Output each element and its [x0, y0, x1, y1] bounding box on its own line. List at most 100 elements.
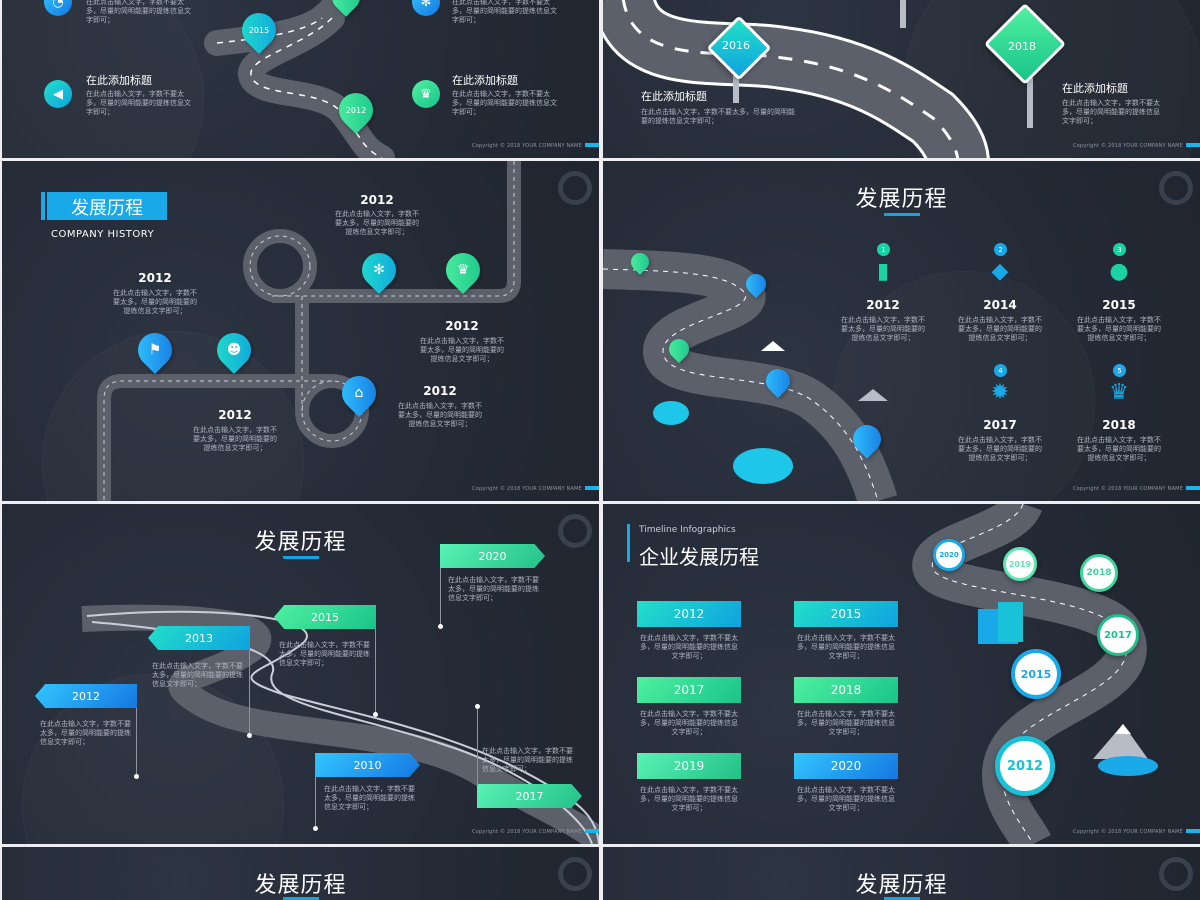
year-flag-2017[interactable]: 2017	[477, 784, 582, 808]
marker-2018[interactable]: 2018	[1080, 554, 1118, 592]
marker-2019[interactable]: 2019	[1003, 547, 1037, 581]
box-text: 在此点击输入文字，字数不要太多，尽量的简明能要的提练信息文字即可；	[640, 634, 738, 660]
item-text: 在此点击输入文字，字数不要太多，尽量的简明能要的提练信息文字即可；	[641, 108, 795, 125]
flag-text: 在此点击输入文字，字数不要太多，尽量的简明能要的提练信息文字即可；	[448, 576, 539, 602]
title-underline	[283, 556, 319, 559]
year-box-2018[interactable]: 2018	[794, 677, 898, 703]
slide-7[interactable]: 发展历程	[2, 847, 599, 900]
year-box-2019[interactable]: 2019	[637, 753, 741, 779]
gears-icon: ✻	[373, 262, 385, 278]
milestone-text: 在此点击输入文字，字数不要太多，尽量的简明能要的提练信息文字即可；	[113, 289, 197, 315]
year-box-2015[interactable]: 2015	[794, 601, 898, 627]
item-text: 在此点击输入文字，字数不要太多，尽量的简明能要的提练信息文字即可；	[452, 0, 557, 24]
map-pin-2015[interactable]: 2015	[234, 5, 284, 55]
copyright-text: Copyright © 2018 YOUR COMPANY NAME	[471, 829, 582, 835]
item-text: 在此点击输入文字，字数不要太多，尽量的简明能要的提练信息文字即可；	[1062, 99, 1160, 125]
accent-bar	[1186, 829, 1200, 833]
slide-6[interactable]: Timeline Infographics 企业发展历程 2012 在此点击输入…	[603, 504, 1200, 844]
slide-3[interactable]: 发展历程 COMPANY HISTORY 2012 在此点击输入文字，字数不要太…	[2, 161, 599, 501]
slide-5[interactable]: 发展历程 2012 在此点击输入文字，字数不要太多，尽量的简明能要的提练信息文字…	[2, 504, 599, 844]
item-text: 在此点击输入文字，字数不要太多，尽量的简明能要的提练信息文字即可；	[452, 90, 557, 116]
flag-text: 在此点击输入文字，字数不要太多，尽量的简明能要的提练信息文字即可；	[152, 662, 243, 688]
road-graphic	[603, 0, 990, 158]
gears-pin[interactable]: ✻	[354, 245, 404, 295]
connector-line	[477, 706, 478, 786]
map-pin-2012[interactable]: 2012	[331, 85, 381, 135]
slide-8[interactable]: 发展历程	[603, 847, 1200, 900]
year-flag-2013[interactable]: 2013	[148, 626, 250, 650]
connector-dot	[247, 733, 252, 738]
gear-icon: ✹	[990, 380, 1010, 405]
road-graphic	[97, 161, 521, 501]
page-title: 发展历程	[855, 187, 948, 212]
copyright-text: Copyright © 2018 YOUR COMPANY NAME	[1072, 829, 1183, 835]
slide-4[interactable]: 发展历程 1 ▮ 2012 在此点击输入文字，字数不要太多，尽量的简明能要的提练…	[603, 161, 1200, 501]
flag-text: 在此点击输入文字，字数不要太多，尽量的简明能要的提练信息文字即可；	[324, 785, 415, 811]
title-underline	[884, 213, 920, 216]
year-box-2012[interactable]: 2012	[637, 601, 741, 627]
map-pin[interactable]	[847, 419, 887, 459]
map-pin[interactable]	[761, 364, 795, 398]
milestone-text: 在此点击输入文字，字数不要太多，尽量的简明能要的提练信息文字即可；	[398, 402, 482, 428]
box-text: 在此点击输入文字，字数不要太多，尽量的简明能要的提练信息文字即可；	[797, 786, 895, 812]
year-flag-2015[interactable]: 2015	[274, 605, 376, 629]
feature-text: 在此点击输入文字，字数不要太多，尽量的简明能要的提练信息文字即可；	[958, 316, 1042, 342]
connector-dot	[373, 712, 378, 717]
year-box-2020[interactable]: 2020	[794, 753, 898, 779]
feature-year: 2014	[983, 298, 1017, 312]
sign-post	[1027, 78, 1033, 128]
flag-icon: ⚑	[148, 342, 162, 358]
connector-line	[440, 568, 441, 626]
trophy-pin[interactable]: ♛	[438, 245, 488, 295]
accent-bar	[1186, 486, 1200, 490]
megaphone-icon: ◀	[44, 80, 72, 108]
connector-dot	[134, 774, 139, 779]
year-box-2017[interactable]: 2017	[637, 677, 741, 703]
page-kicker: Timeline Infographics	[639, 525, 736, 535]
map-pin[interactable]	[627, 249, 653, 275]
sign-post	[900, 0, 906, 28]
trophy-icon: ♛	[1109, 380, 1129, 405]
feature-year: 2015	[1102, 298, 1136, 312]
marker-2012[interactable]: 2012	[995, 736, 1055, 796]
team-pin[interactable]: ☻	[209, 325, 259, 375]
title-underline	[884, 897, 920, 900]
map-pin[interactable]	[664, 334, 694, 364]
item-title: 在此添加标题	[452, 74, 518, 87]
item-text: 在此点击输入文字，字数不要太多，尽量的简明能要的提练信息文字即可；	[86, 90, 191, 116]
decorative-ring	[1159, 857, 1193, 891]
gear-icon: ✻	[412, 0, 440, 16]
connector-line	[375, 629, 376, 714]
copyright-text: Copyright © 2018 YOUR COMPANY NAME	[1072, 143, 1183, 149]
feature-text: 在此点击输入文字，字数不要太多，尽量的简明能要的提练信息文字即可；	[1077, 316, 1161, 342]
flag-text: 在此点击输入文字，字数不要太多，尽量的简明能要的提练信息文字即可；	[40, 720, 131, 746]
pin-year: 2012	[345, 105, 367, 115]
pin-year: 2015	[248, 25, 270, 35]
title-accent	[627, 524, 630, 562]
year-flag-2020[interactable]: 2020	[440, 544, 545, 568]
step-number: 1	[877, 243, 890, 256]
trophy-icon: ♛	[456, 262, 470, 278]
home-pin[interactable]: ⌂	[334, 368, 384, 418]
decorative-ring	[558, 514, 592, 548]
milestone-year: 2012	[218, 408, 252, 422]
year-flag-2010[interactable]: 2010	[315, 753, 420, 777]
year-flag-2012[interactable]: 2012	[35, 684, 137, 708]
slide-2[interactable]: 2016 2018 在此添加标题 在此点击输入文字，字数不要太多，尽量的简明能要…	[603, 0, 1200, 158]
home-icon: ⌂	[354, 385, 364, 401]
marker-2015[interactable]: 2015	[1011, 649, 1061, 699]
marker-2017[interactable]: 2017	[1097, 614, 1139, 656]
copyright-text: Copyright © 2018 YOUR COMPANY NAME	[1072, 486, 1183, 492]
flag-text: 在此点击输入文字，字数不要太多，尽量的简明能要的提练信息文字即可；	[482, 747, 573, 773]
flag-pin[interactable]: ⚑	[130, 325, 180, 375]
map-pin[interactable]	[741, 269, 771, 299]
slide-1[interactable]: 2015 2012 ◔ 在此点击输入文字，字数不要太多，尽量的简明能要的提练信息…	[2, 0, 599, 158]
connector-line	[136, 708, 137, 776]
pie-chart-icon: ◔	[44, 0, 72, 16]
decorative-ring	[558, 857, 592, 891]
step-number: 4	[994, 364, 1007, 377]
page-title: 发展历程	[855, 873, 948, 898]
connector-dot	[313, 826, 318, 831]
marker-2020[interactable]: 2020	[933, 539, 965, 571]
